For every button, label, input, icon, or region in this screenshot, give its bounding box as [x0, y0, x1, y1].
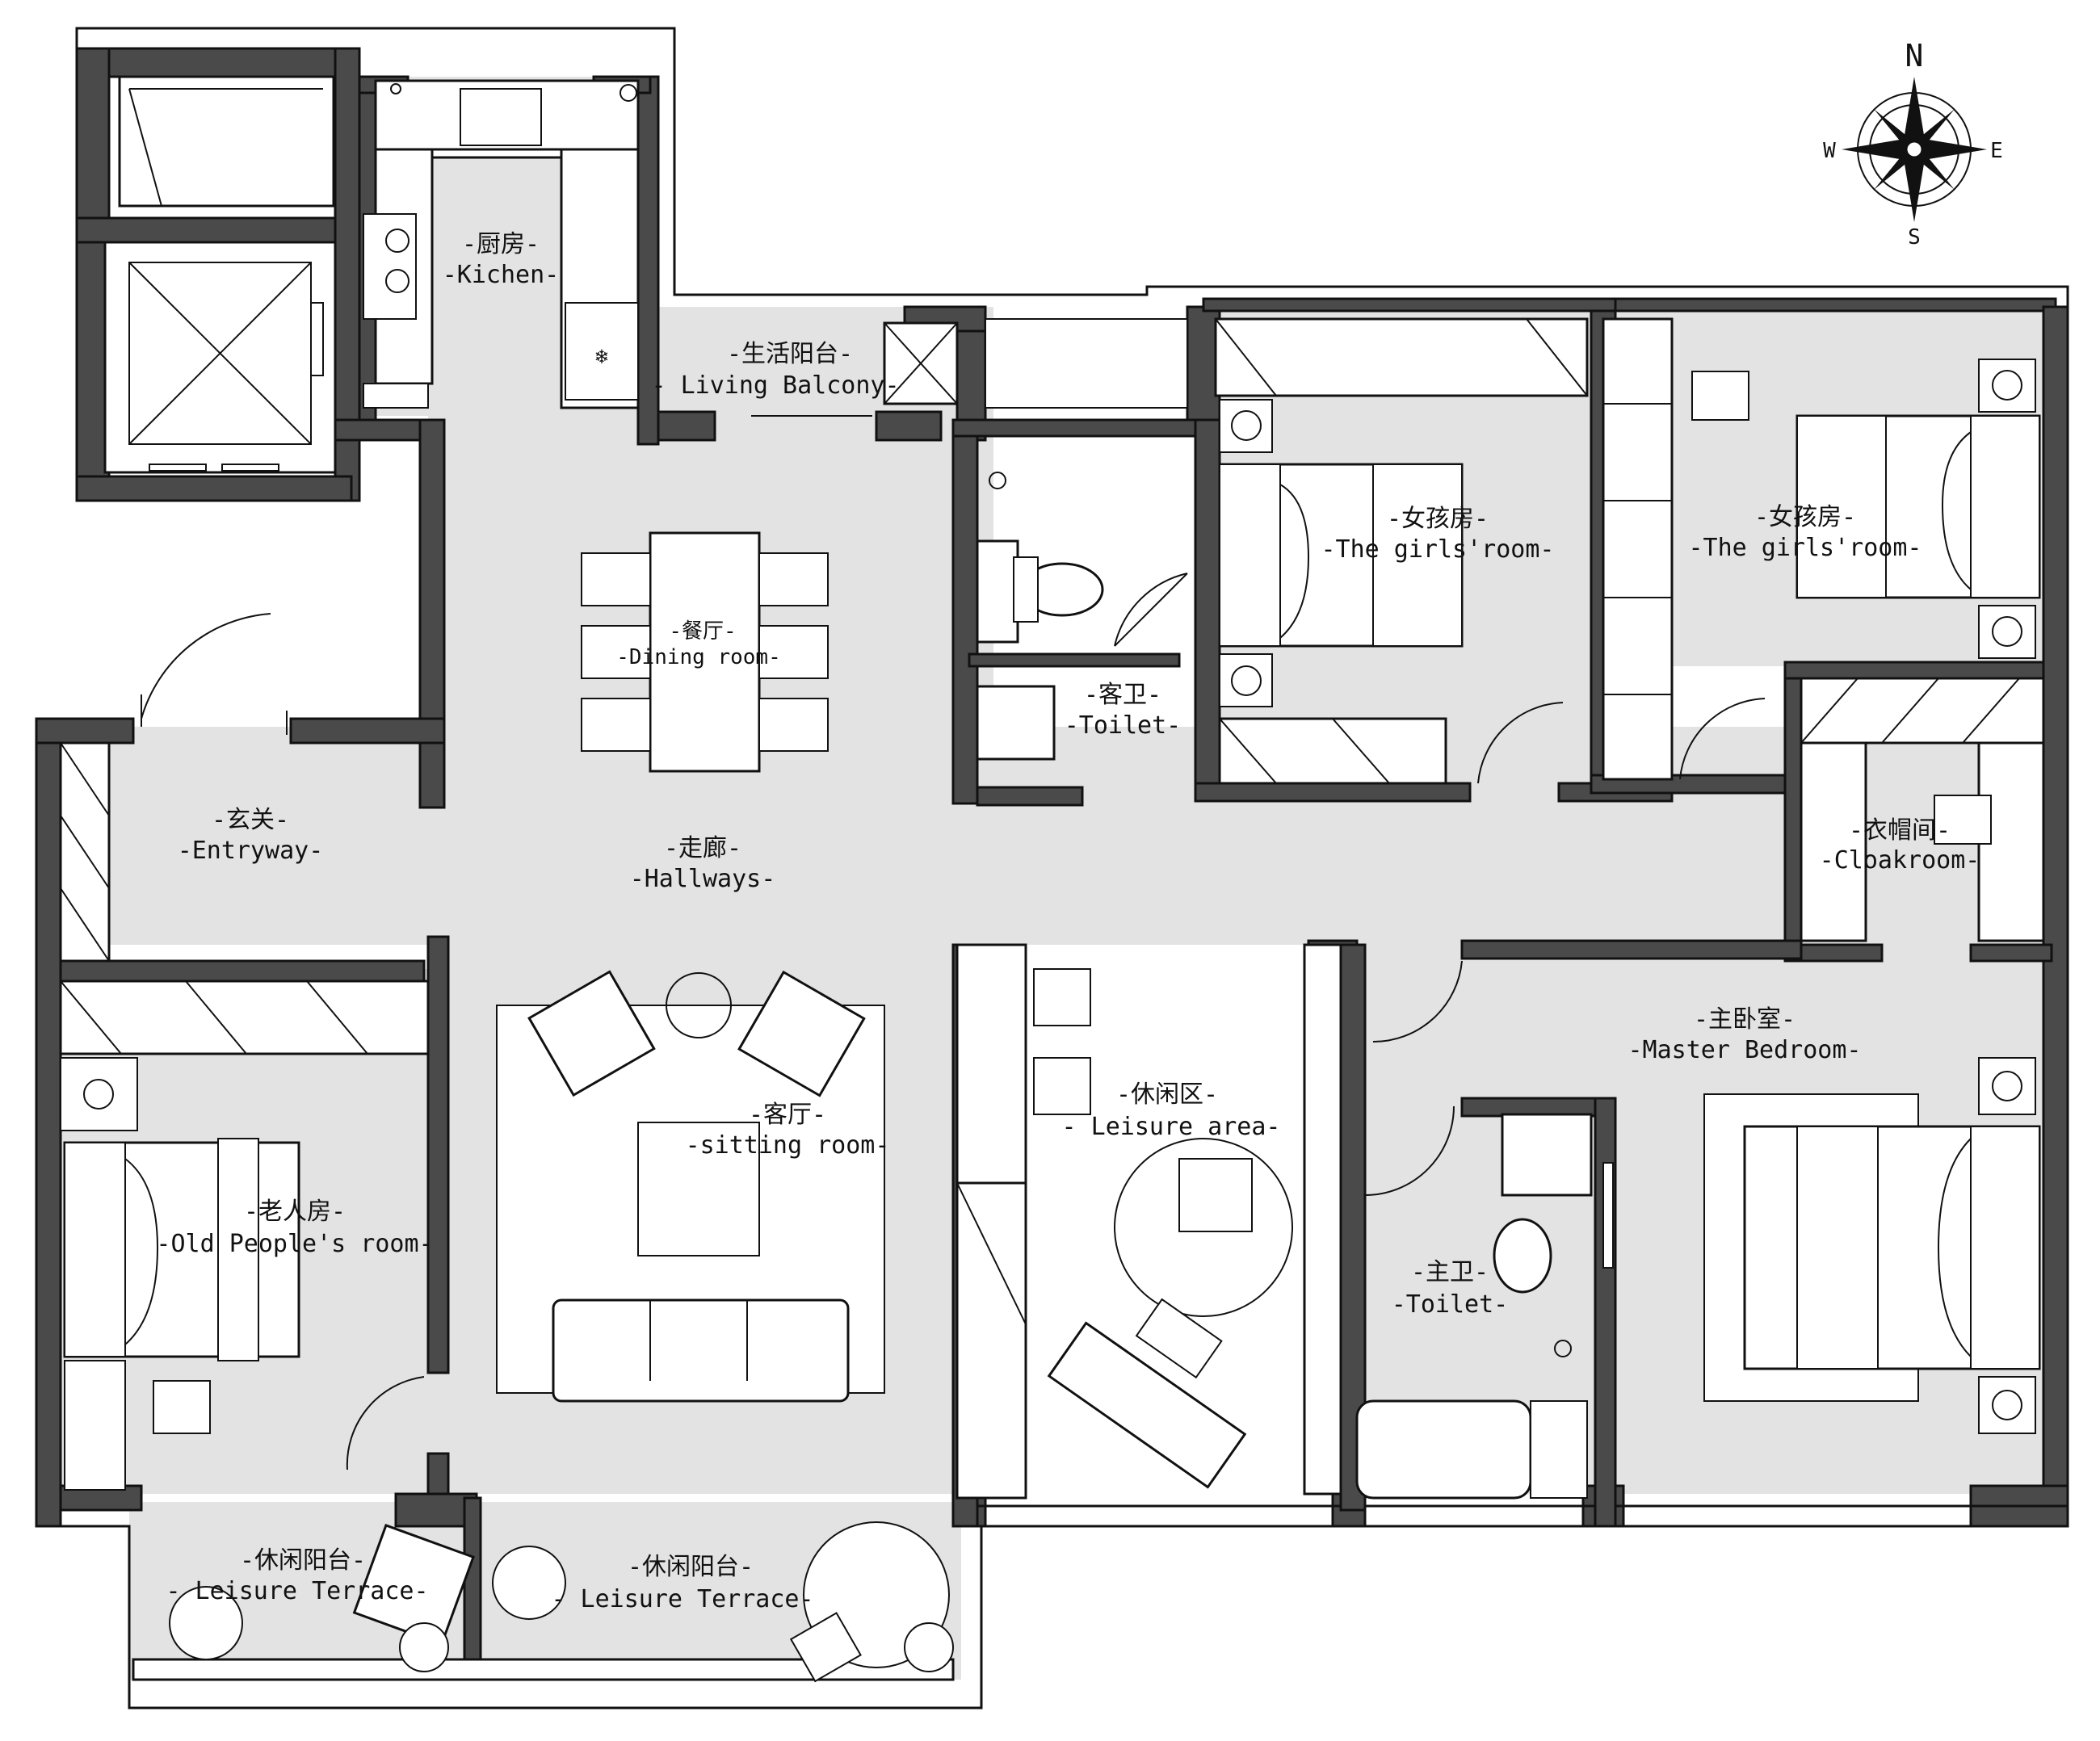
sitting-room-furniture — [496, 970, 885, 1403]
living-balcony-label-en: - Living Balcony- — [651, 371, 899, 400]
terrace-furniture — [132, 1521, 955, 1683]
girls-room-1-furniture — [1214, 317, 1589, 785]
hallways-label-zh: -走廊- — [664, 834, 741, 862]
guest-toilet-fixtures — [976, 472, 1188, 761]
shaft-block — [103, 75, 337, 474]
terrace-right-label-en: - Leisure Terrace- — [551, 1585, 813, 1613]
terrace-right-label-zh: -休闲阳台- — [628, 1553, 754, 1581]
entryway-label-en: -Entryway- — [178, 837, 324, 865]
master-toilet-fixtures — [1355, 1105, 1593, 1500]
dining-set — [581, 531, 829, 773]
living-balcony-label-zh: -生活阳台- — [727, 340, 853, 368]
entryway-label-zh: -玄关- — [212, 806, 289, 834]
compass-rose: N S E W — [1823, 38, 2003, 250]
leisure-area-label-zh: -休闲区- — [1116, 1080, 1218, 1109]
hallways-label-en: -Hallways- — [630, 865, 776, 893]
girls-room-1-label-en: -The girls'room- — [1321, 535, 1555, 564]
kitchen-label-zh: -厨房- — [462, 230, 540, 258]
master-bedroom-label-zh: -主卧室- — [1694, 1005, 1796, 1034]
sitting-room-label-en: -sitting room- — [686, 1131, 890, 1160]
compass-west: W — [1823, 139, 1836, 163]
cloakroom-label-en: -Cloakroom- — [1820, 846, 1980, 875]
girls-room-2-label-zh: -女孩房- — [1754, 503, 1856, 531]
terrace-left-label-zh: -休闲阳台- — [240, 1546, 366, 1575]
guest-toilet-label-en: -Toilet- — [1065, 711, 1182, 740]
old-room-label-en: -Old People's room- — [156, 1230, 433, 1258]
leisure-area-furniture — [956, 943, 1293, 1500]
girls-room-2-furniture — [1602, 317, 2041, 781]
room-labels: -厨房- -Kichen- -生活阳台- - Living Balcony- -… — [156, 230, 1980, 1613]
compass-north: N — [1905, 38, 1924, 73]
master-toilet-label-zh: -主卫- — [1411, 1258, 1489, 1286]
dining-label-zh: -餐厅- — [669, 619, 736, 644]
master-bedroom-label-en: -Master Bedroom- — [1628, 1036, 1862, 1064]
old-room-label-zh: -老人房- — [244, 1198, 346, 1226]
old-room-furniture — [59, 980, 430, 1491]
kitchen-label-en: -Kichen- — [443, 261, 560, 289]
master-bedroom-furniture — [1303, 943, 2041, 1496]
cloakroom-label-zh: -衣帽间- — [1849, 816, 1951, 845]
master-toilet-label-en: -Toilet- — [1392, 1290, 1509, 1319]
balcony-cabinet — [751, 318, 1188, 417]
cloakroom-furniture — [1800, 677, 2045, 942]
entry-cabinet — [59, 613, 288, 963]
compass-south: S — [1908, 225, 1921, 250]
leisure-area-label-en: - Leisure area- — [1062, 1113, 1281, 1141]
girls-room-1-label-zh: -女孩房- — [1387, 505, 1489, 533]
svg-text:❄: ❄ — [595, 345, 608, 369]
girls-room-2-label-en: -The girls'room- — [1689, 534, 1922, 562]
dining-label-en: -Dining room- — [616, 645, 781, 669]
compass-east: E — [1990, 139, 2003, 163]
guest-toilet-label-zh: -客卫- — [1084, 681, 1161, 709]
kitchen: ❄ — [363, 79, 640, 409]
terrace-left-label-en: - Leisure Terrace- — [166, 1577, 428, 1605]
sitting-room-label-zh: -客厅- — [749, 1101, 826, 1129]
